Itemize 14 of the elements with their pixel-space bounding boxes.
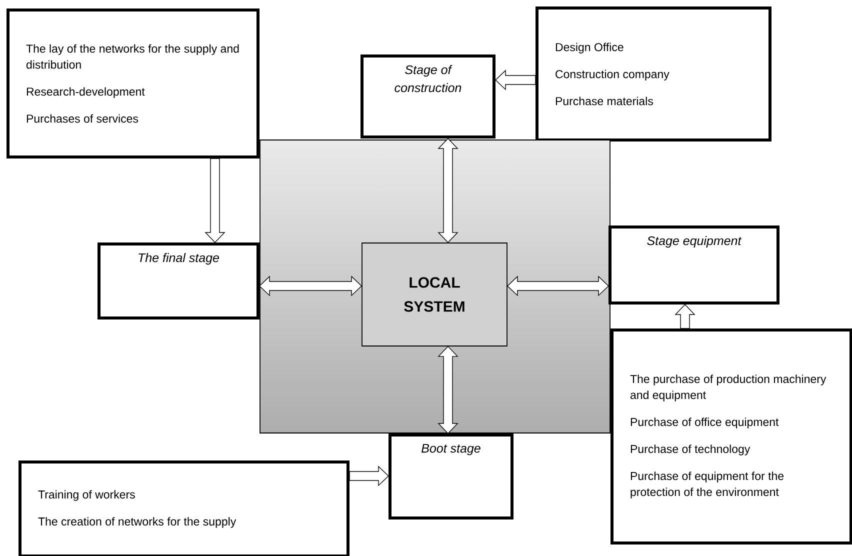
block-arrow xyxy=(495,70,536,90)
stage-box: Stage equipment xyxy=(608,226,780,304)
list-box: Design Office Construction company Purchase materials xyxy=(536,6,772,142)
stage-box: The final stage xyxy=(98,242,260,320)
block-arrow xyxy=(674,304,696,329)
block-arrow xyxy=(204,158,226,243)
stage-box: Stage of construction xyxy=(360,54,496,138)
block-arrow xyxy=(259,276,362,296)
stage-box: Boot stage xyxy=(388,434,514,520)
list-box: The purchase of production machinery and equipment Purchase of office equipment Purchase of technology Purchase of equipment for the protection of the environment xyxy=(610,328,852,544)
list-box: The lay of the networks for the supply and distribution Research-development Purchases of services xyxy=(6,8,260,158)
system-box: LOCAL SYSTEM xyxy=(362,242,508,346)
block-arrow xyxy=(349,466,390,486)
list-box: Training of workers The creation of networks for the supply xyxy=(18,460,350,556)
